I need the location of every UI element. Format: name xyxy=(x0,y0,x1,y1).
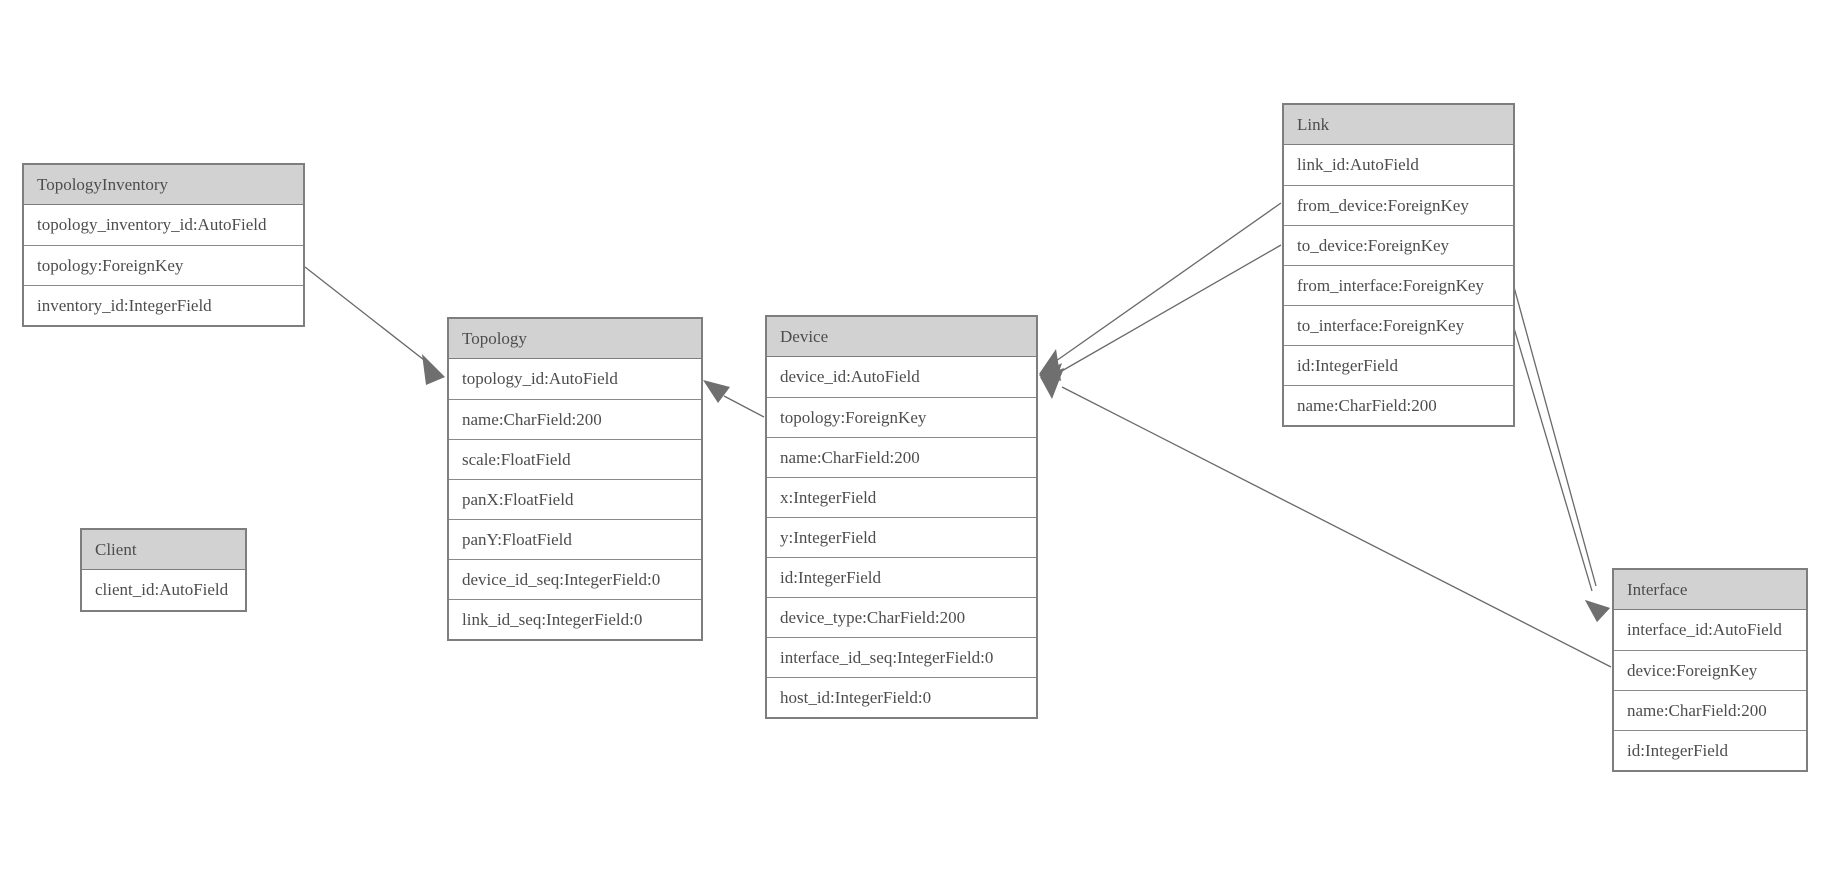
edge-arrowhead-link-to_device-to-device xyxy=(1039,363,1062,390)
table-title-interface: Interface xyxy=(1614,570,1806,610)
edge-line-interface-device-to-device xyxy=(1061,386,1612,668)
edge-line-topologyinventory-topology-to-topology xyxy=(304,266,434,368)
edge-line-link-to_device-to-device xyxy=(1059,244,1282,373)
table-field-row: scale:FloatField xyxy=(449,439,701,479)
table-field-row: name:CharField:200 xyxy=(1284,385,1513,425)
table-field-row: y:IntegerField xyxy=(767,517,1036,557)
table-title-topology: Topology xyxy=(449,319,701,359)
table-field-row: topology_inventory_id:AutoField xyxy=(24,205,303,245)
table-field-row: device_id_seq:IntegerField:0 xyxy=(449,559,701,599)
table-field-row: inventory_id:IntegerField xyxy=(24,285,303,325)
table-title-link: Link xyxy=(1284,105,1513,145)
table-field-row: id:IntegerField xyxy=(767,557,1036,597)
table-field-row: client_id:AutoField xyxy=(82,570,245,610)
table-field-row: device:ForeignKey xyxy=(1614,650,1806,690)
table-field-row: host_id:IntegerField:0 xyxy=(767,677,1036,717)
table-field-row: topology:ForeignKey xyxy=(24,245,303,285)
edge-arrowhead-link-from_interface-to-interface xyxy=(1585,600,1610,622)
table-field-row: topology:ForeignKey xyxy=(767,397,1036,437)
table-field-row: x:IntegerField xyxy=(767,477,1036,517)
table-field-row: interface_id_seq:IntegerField:0 xyxy=(767,637,1036,677)
edge-arrowhead-device-topology-to-topology xyxy=(703,380,730,403)
table-field-row: interface_id:AutoField xyxy=(1614,610,1806,650)
table-field-row: id:IntegerField xyxy=(1614,730,1806,770)
table-field-row: from_interface:ForeignKey xyxy=(1284,265,1513,305)
table-field-row: name:CharField:200 xyxy=(449,399,701,439)
table-field-row: panY:FloatField xyxy=(449,519,701,559)
table-field-row: panX:FloatField xyxy=(449,479,701,519)
table-field-row: topology_id:AutoField xyxy=(449,359,701,399)
edge-arrowhead-topologyinventory-topology-to-topology xyxy=(422,354,445,385)
edge-arrowhead-link-from_device-to-device xyxy=(1039,349,1061,381)
edge-line-link-from_device-to-device xyxy=(1055,202,1282,362)
edge-arrowhead-link-to_interface-to-interface xyxy=(1585,600,1610,622)
edge-line-link-from_interface-to-interface xyxy=(1513,286,1597,587)
table-field-row: link_id_seq:IntegerField:0 xyxy=(449,599,701,639)
table-field-row: to_device:ForeignKey xyxy=(1284,225,1513,265)
table-title-device: Device xyxy=(767,317,1036,357)
edge-arrowhead-interface-device-to-device xyxy=(1040,368,1064,399)
edge-line-device-topology-to-topology xyxy=(723,395,765,418)
table-field-row: device_id:AutoField xyxy=(767,357,1036,397)
table-title-client: Client xyxy=(82,530,245,570)
edge-line-link-to_interface-to-interface xyxy=(1513,327,1593,592)
table-title-topologyinventory: TopologyInventory xyxy=(24,165,303,205)
table-field-row: name:CharField:200 xyxy=(1614,690,1806,730)
table-field-row: from_device:ForeignKey xyxy=(1284,185,1513,225)
table-field-row: name:CharField:200 xyxy=(767,437,1036,477)
table-field-row: id:IntegerField xyxy=(1284,345,1513,385)
table-field-row: device_type:CharField:200 xyxy=(767,597,1036,637)
table-field-row: to_interface:ForeignKey xyxy=(1284,305,1513,345)
table-field-row: link_id:AutoField xyxy=(1284,145,1513,185)
